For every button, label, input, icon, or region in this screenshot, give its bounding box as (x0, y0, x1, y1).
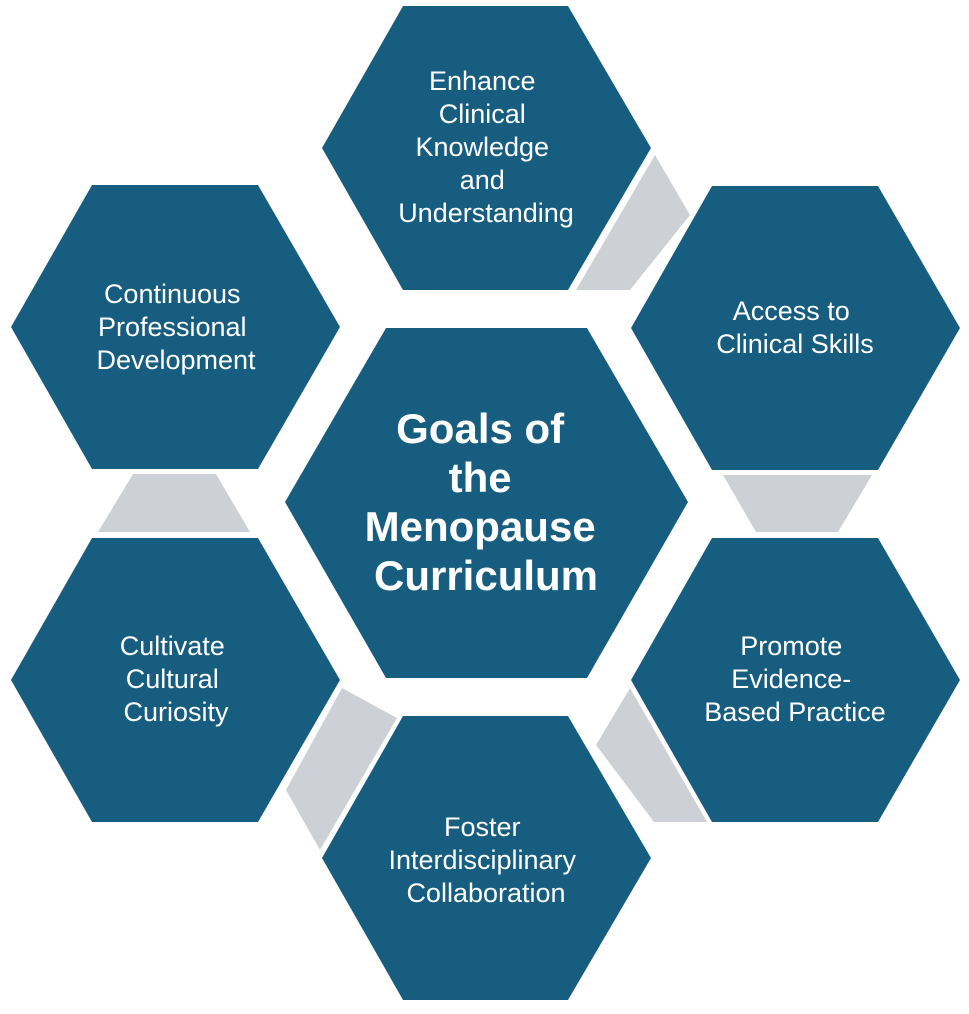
center-title-line: Goals of (396, 405, 565, 452)
goal-label-upper-left: Continuous Professional Development (96, 279, 256, 375)
goal-label-line: Professional (98, 312, 247, 342)
goal-label-line: Understanding (398, 198, 574, 228)
connector-lower-right-bottom (596, 688, 707, 822)
goal-hexagon-lower-left: Cultivate Cultural Curiosity (11, 538, 340, 822)
goal-hexagon-top: Enhance Clinical Knowledge and Understan… (322, 6, 651, 290)
goal-label-bottom: Foster Interdisciplinary Collaboration (388, 812, 583, 908)
goal-hexagon-lower-right-shape (631, 538, 960, 822)
goal-label-line: Enhance (429, 66, 536, 96)
goal-label-line: Clinical Skills (716, 329, 874, 359)
goal-label-line: Based Practice (704, 697, 886, 727)
goal-label-lower-left: Cultivate Cultural Curiosity (120, 631, 233, 727)
goal-hexagon-upper-right-shape (631, 186, 960, 470)
goal-label-line: Cultural (126, 664, 219, 694)
goal-label-line: Knowledge (415, 132, 549, 162)
goal-hexagon-bottom-shape (322, 716, 651, 1000)
goal-hexagon-top-shape (322, 6, 651, 290)
goal-label-upper-right: Access to Clinical Skills (716, 296, 874, 359)
connector-bottom-lower-left (286, 688, 397, 850)
goal-label-line: Collaboration (406, 878, 565, 908)
goal-label-line: Curiosity (123, 697, 229, 727)
goal-label-line: Promote (740, 631, 842, 661)
goal-hexagon-upper-left: Continuous Professional Development (11, 185, 340, 469)
goal-hexagon-upper-left-shape (11, 185, 340, 469)
goal-label-line: Cultivate (120, 631, 225, 661)
connector-top-upper-right (576, 155, 690, 290)
connector-lower-left-upper-left (98, 474, 250, 532)
goal-label-top: Enhance Clinical Knowledge and Understan… (398, 66, 574, 228)
connectors (98, 155, 872, 850)
goal-hexagon-lower-right: Promote Evidence- Based Practice (631, 538, 960, 822)
hexagons: Goals of the Menopause Curriculum Enhanc… (11, 6, 960, 1000)
goal-hexagon-lower-left-shape (11, 538, 340, 822)
goal-label-line: Clinical (439, 99, 526, 129)
goal-label-line: Access to (733, 296, 850, 326)
goal-label-line: and (460, 165, 505, 195)
center-title-line: Menopause (365, 503, 596, 550)
goal-label-line: Development (96, 345, 256, 375)
center-hexagon-shape (285, 328, 688, 678)
connector-upper-right-lower-right (723, 475, 872, 532)
goal-label-line: Foster (444, 812, 521, 842)
goal-label-line: Continuous (104, 279, 241, 309)
goal-label-line: Evidence- (731, 664, 851, 694)
center-hexagon: Goals of the Menopause Curriculum (285, 328, 688, 678)
goal-label-line: Interdisciplinary (388, 845, 576, 875)
goal-hexagon-upper-right: Access to Clinical Skills (631, 186, 960, 470)
goal-label-lower-right: Promote Evidence- Based Practice (704, 631, 886, 727)
goal-hexagon-bottom: Foster Interdisciplinary Collaboration (322, 716, 651, 1000)
center-title: Goals of the Menopause Curriculum (365, 405, 608, 599)
center-title-line: the (449, 454, 512, 501)
center-title-line: Curriculum (374, 552, 598, 599)
